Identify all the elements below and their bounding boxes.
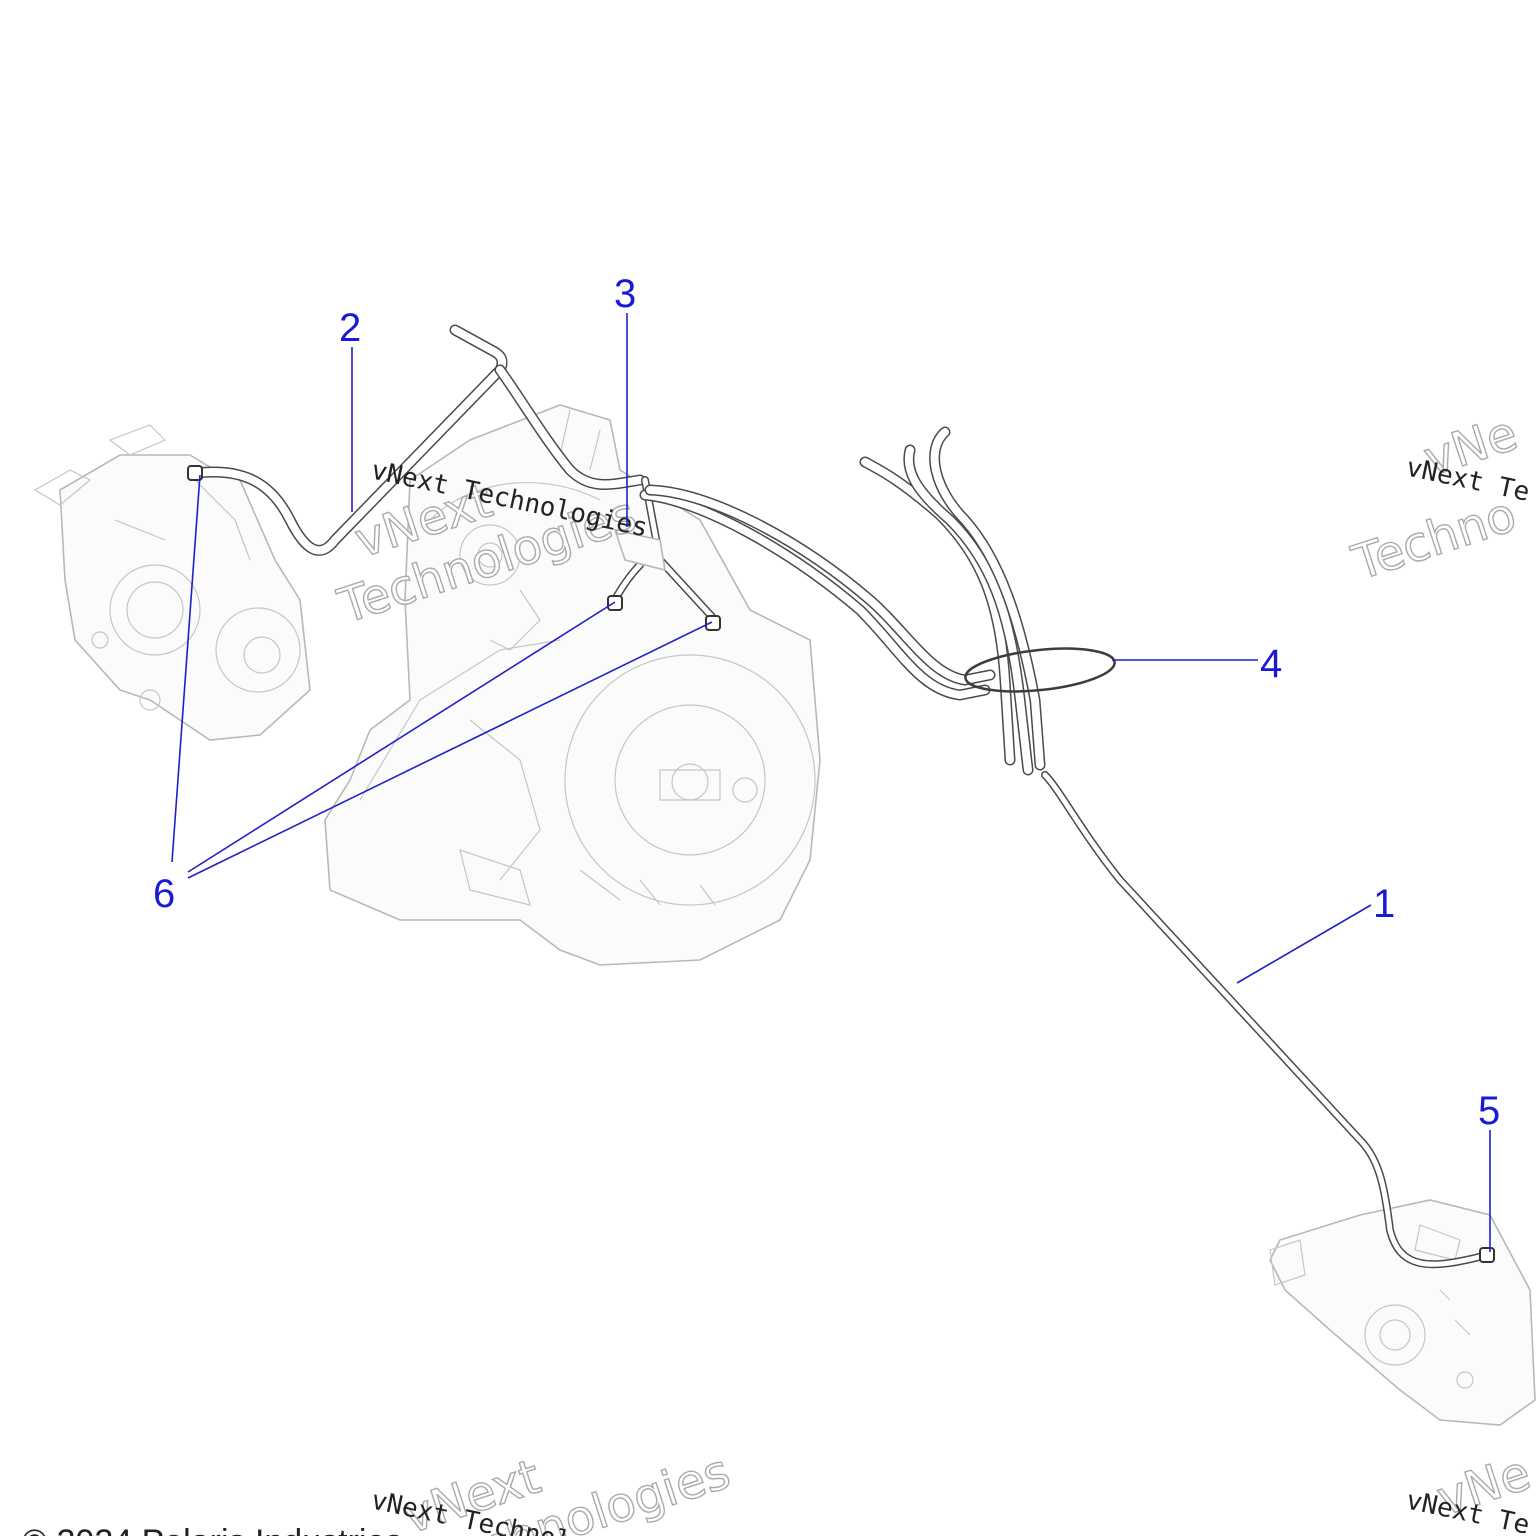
leader-1	[1236, 904, 1372, 984]
leader-6c	[187, 621, 713, 879]
watermark-bottom-right: vNe vNext Te	[1404, 1444, 1536, 1536]
watermark-edge-big-bottom: Techno	[1345, 486, 1522, 591]
callout-6: 6	[153, 872, 175, 916]
cable-tie	[964, 647, 1116, 693]
copyright-footer: © 2024 Polaris Industries	[22, 1523, 402, 1536]
callout-1: 1	[1373, 882, 1395, 926]
watermark-right: vNe Techno vNext Te	[1345, 405, 1533, 593]
watermark-bottom: vNext Technologies vNext Technologies	[369, 1443, 738, 1536]
front-gearcase	[33, 424, 311, 741]
hose-clamps	[187, 465, 1495, 1263]
leader-6b	[187, 601, 616, 873]
callout-labels: 1 2 3 4 5 6	[153, 272, 1500, 1133]
leader-lines	[171, 313, 1491, 1252]
callout-2: 2	[339, 306, 361, 350]
rear-gearcase	[1269, 1199, 1536, 1426]
vent-tube-bundle	[639, 426, 1491, 1269]
callout-4: 4	[1260, 642, 1282, 686]
callout-3: 3	[614, 272, 636, 316]
leader-6a	[171, 474, 201, 863]
callout-5: 5	[1478, 1089, 1500, 1133]
watermark-br-big-top: vNe	[1430, 1445, 1536, 1527]
vent-tube-2	[190, 324, 508, 556]
transmission	[324, 404, 821, 966]
